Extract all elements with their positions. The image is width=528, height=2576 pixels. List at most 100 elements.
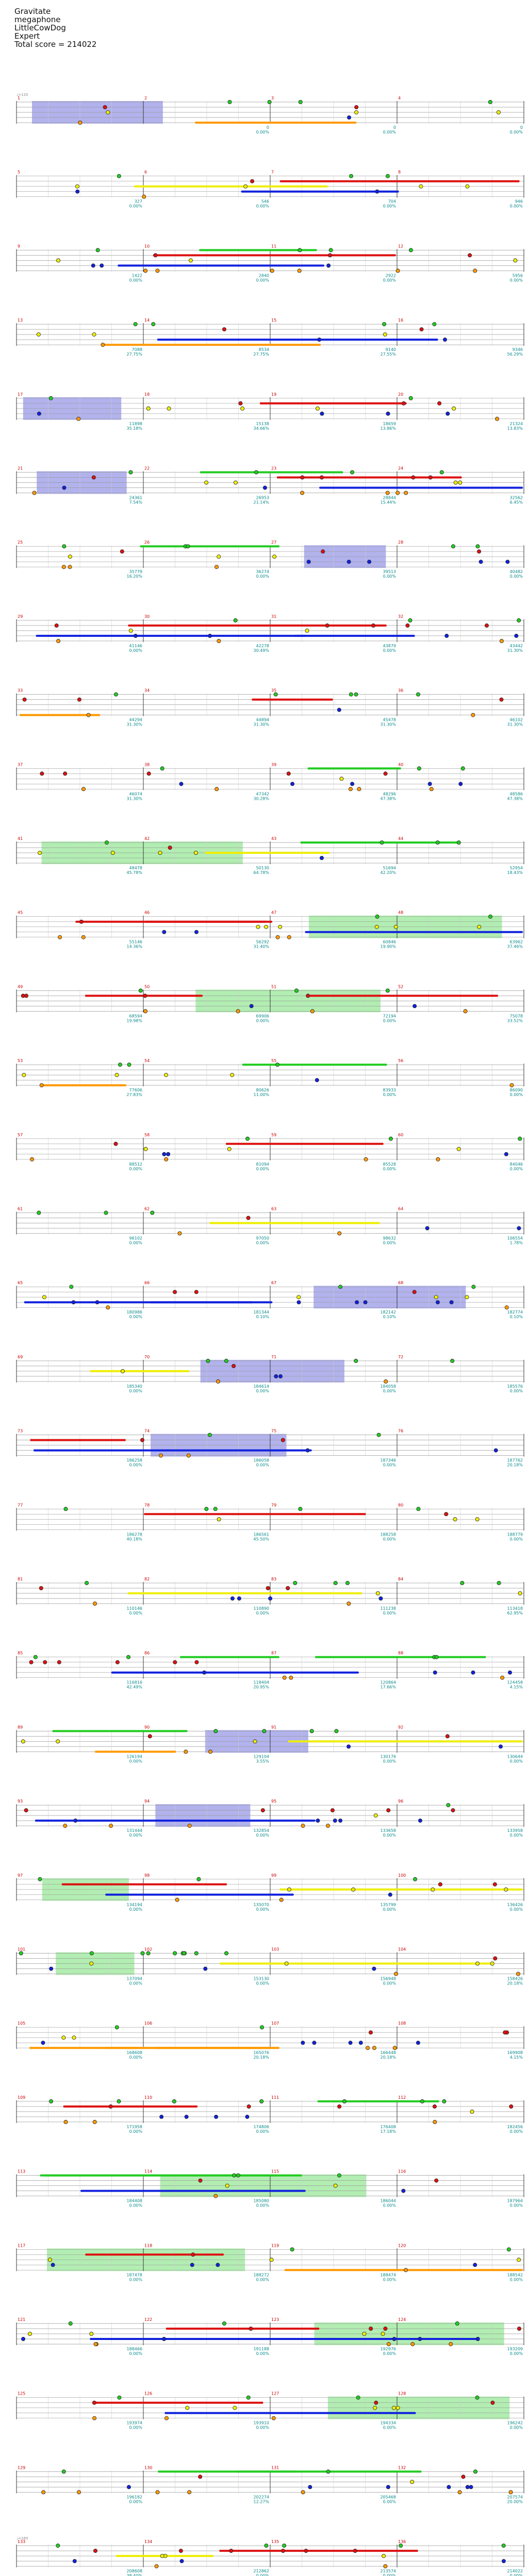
note-gem bbox=[162, 2336, 167, 2341]
note-gem bbox=[286, 1586, 290, 1590]
note-gem bbox=[81, 787, 86, 792]
note-gem bbox=[460, 1580, 465, 1585]
note-gem bbox=[266, 1586, 270, 1590]
measure-row: 7718627840.18%7818656145.50%791882580.00… bbox=[16, 1503, 524, 1541]
note-gem bbox=[140, 1438, 144, 1442]
measure-number: 37 bbox=[18, 762, 23, 767]
measure-score: 182142 bbox=[380, 1310, 396, 1315]
measure-percent: 34.66% bbox=[253, 426, 269, 431]
note-gem bbox=[128, 470, 133, 475]
note-gem bbox=[280, 2549, 285, 2553]
note-gem bbox=[233, 2405, 237, 2410]
note-gem bbox=[449, 2342, 453, 2346]
note-gem bbox=[278, 924, 283, 929]
note-gem bbox=[338, 1285, 343, 1289]
note-gem bbox=[333, 1819, 337, 1823]
note-gem bbox=[155, 268, 160, 273]
measure-percent: 20.18% bbox=[507, 1463, 523, 1468]
note-gem bbox=[30, 1157, 35, 1161]
measure-number: 90 bbox=[144, 1725, 150, 1729]
note-gem bbox=[378, 1596, 383, 1601]
measure-percent: 31.30% bbox=[507, 722, 523, 727]
measure-number: 57 bbox=[18, 1133, 23, 1137]
note-gem bbox=[72, 2035, 76, 2040]
note-gem bbox=[373, 2405, 377, 2410]
note-gem bbox=[93, 2549, 98, 2553]
note-gem bbox=[386, 411, 390, 416]
note-gem bbox=[233, 618, 238, 622]
note-gem bbox=[475, 2395, 480, 2400]
measure-number: 102 bbox=[144, 1947, 152, 1952]
measure-number: 55 bbox=[271, 1058, 276, 1063]
measure-score: 124458 bbox=[507, 1680, 523, 1685]
measure-score: 187762 bbox=[507, 1458, 523, 1463]
note-gem bbox=[380, 840, 384, 845]
note-gem bbox=[358, 2041, 363, 2045]
measure-score: 704 bbox=[388, 199, 396, 204]
note-gem bbox=[381, 2331, 385, 2336]
note-gem bbox=[372, 2046, 376, 2050]
note-gem bbox=[290, 2247, 294, 2252]
note-gem bbox=[143, 1009, 148, 1014]
measure-percent: 17.18% bbox=[380, 2129, 396, 2134]
note-gem bbox=[388, 1892, 392, 1897]
note-gem bbox=[32, 491, 37, 495]
note-gem bbox=[246, 1216, 251, 1220]
measure-number: 9 bbox=[18, 244, 20, 248]
note-gem bbox=[297, 268, 302, 273]
measure-number: 21 bbox=[18, 466, 23, 471]
measure-number: 72 bbox=[398, 1355, 403, 1359]
note-gem bbox=[173, 1951, 177, 1956]
measure-score: 120864 bbox=[380, 1680, 396, 1685]
measure-score: 126194 bbox=[126, 1754, 142, 1759]
measure-score: 32562 bbox=[510, 496, 523, 500]
measure-percent: 0.00% bbox=[129, 648, 143, 653]
measure-percent: 0.10% bbox=[383, 1315, 397, 1319]
measure-number: 16 bbox=[398, 318, 403, 323]
note-gem bbox=[78, 120, 82, 125]
note-gem bbox=[207, 1433, 212, 1437]
measure-score: 191188 bbox=[253, 2347, 269, 2351]
note-gem bbox=[294, 988, 299, 993]
note-gem bbox=[172, 2099, 176, 2103]
measure-percent: 30.28% bbox=[253, 796, 269, 801]
total-score: Total score = 214022 bbox=[14, 40, 97, 49]
note-gem bbox=[517, 618, 521, 622]
note-gem bbox=[418, 1819, 422, 1823]
note-gem bbox=[61, 565, 66, 569]
measure-score: 188542 bbox=[507, 2272, 523, 2277]
measure-number: 101 bbox=[18, 1947, 25, 1952]
note-gem bbox=[473, 2263, 477, 2267]
measure-number: 130 bbox=[144, 2465, 152, 2470]
note-gem bbox=[71, 1300, 76, 1305]
note-gem bbox=[432, 322, 437, 327]
note-gem bbox=[75, 184, 79, 189]
measure-score: 48478 bbox=[129, 866, 142, 870]
measure-score: 47342 bbox=[256, 792, 269, 796]
measure-percent: 11.00% bbox=[253, 1092, 269, 1097]
measure-number: 52 bbox=[398, 984, 403, 989]
note-gem bbox=[85, 1580, 89, 1585]
note-gem bbox=[143, 268, 148, 273]
note-gem bbox=[194, 1290, 199, 1294]
measure-number: 75 bbox=[271, 1429, 276, 1434]
note-gem bbox=[366, 2046, 370, 2050]
measure-score: 72194 bbox=[383, 1014, 396, 1018]
note-gem bbox=[262, 485, 267, 490]
note-gem bbox=[206, 1358, 210, 1363]
measure-number: 77 bbox=[18, 1503, 23, 1507]
note-gem bbox=[162, 1152, 167, 1156]
measure-percent: 64.78% bbox=[253, 870, 269, 875]
measure-number: 135 bbox=[271, 2539, 279, 2544]
measure-percent: 0.00% bbox=[256, 1833, 270, 1838]
measure-score: 158426 bbox=[507, 1977, 523, 1981]
measure-score: 187478 bbox=[126, 2272, 142, 2277]
note-gem bbox=[184, 1749, 188, 1754]
measure-number: 6 bbox=[144, 170, 147, 175]
measure-number: 13 bbox=[18, 318, 23, 323]
measure-percent: 0.00% bbox=[129, 1833, 143, 1838]
note-gem bbox=[349, 692, 353, 697]
measure-number: 134 bbox=[144, 2539, 152, 2544]
note-gem bbox=[246, 2395, 251, 2400]
